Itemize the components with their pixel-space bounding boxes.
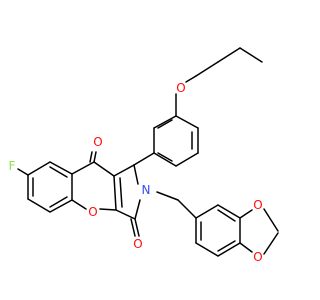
nitrogen-label: N	[142, 183, 151, 197]
oxygen-ether-label: O	[176, 81, 185, 95]
molecule-diagram: O O F N O O O O	[9, 47, 279, 264]
butoxyphenyl-ring	[153, 93, 199, 167]
ketone-top-oxygen-label: O	[93, 135, 102, 149]
butyl-chain	[185, 47, 263, 83]
dioxole-oxygen-2-label: O	[253, 250, 262, 264]
lactam-oxygen-label: O	[133, 237, 142, 251]
dioxole-oxygen-1-label: O	[253, 198, 262, 212]
chromene-oxygen-label: O	[88, 205, 97, 219]
fluorine-label: F	[9, 159, 16, 173]
benzodioxole-group	[156, 191, 279, 257]
chromeno-pyrrole-core	[17, 151, 155, 237]
atom-labels: O O F N O O O O	[9, 81, 263, 264]
